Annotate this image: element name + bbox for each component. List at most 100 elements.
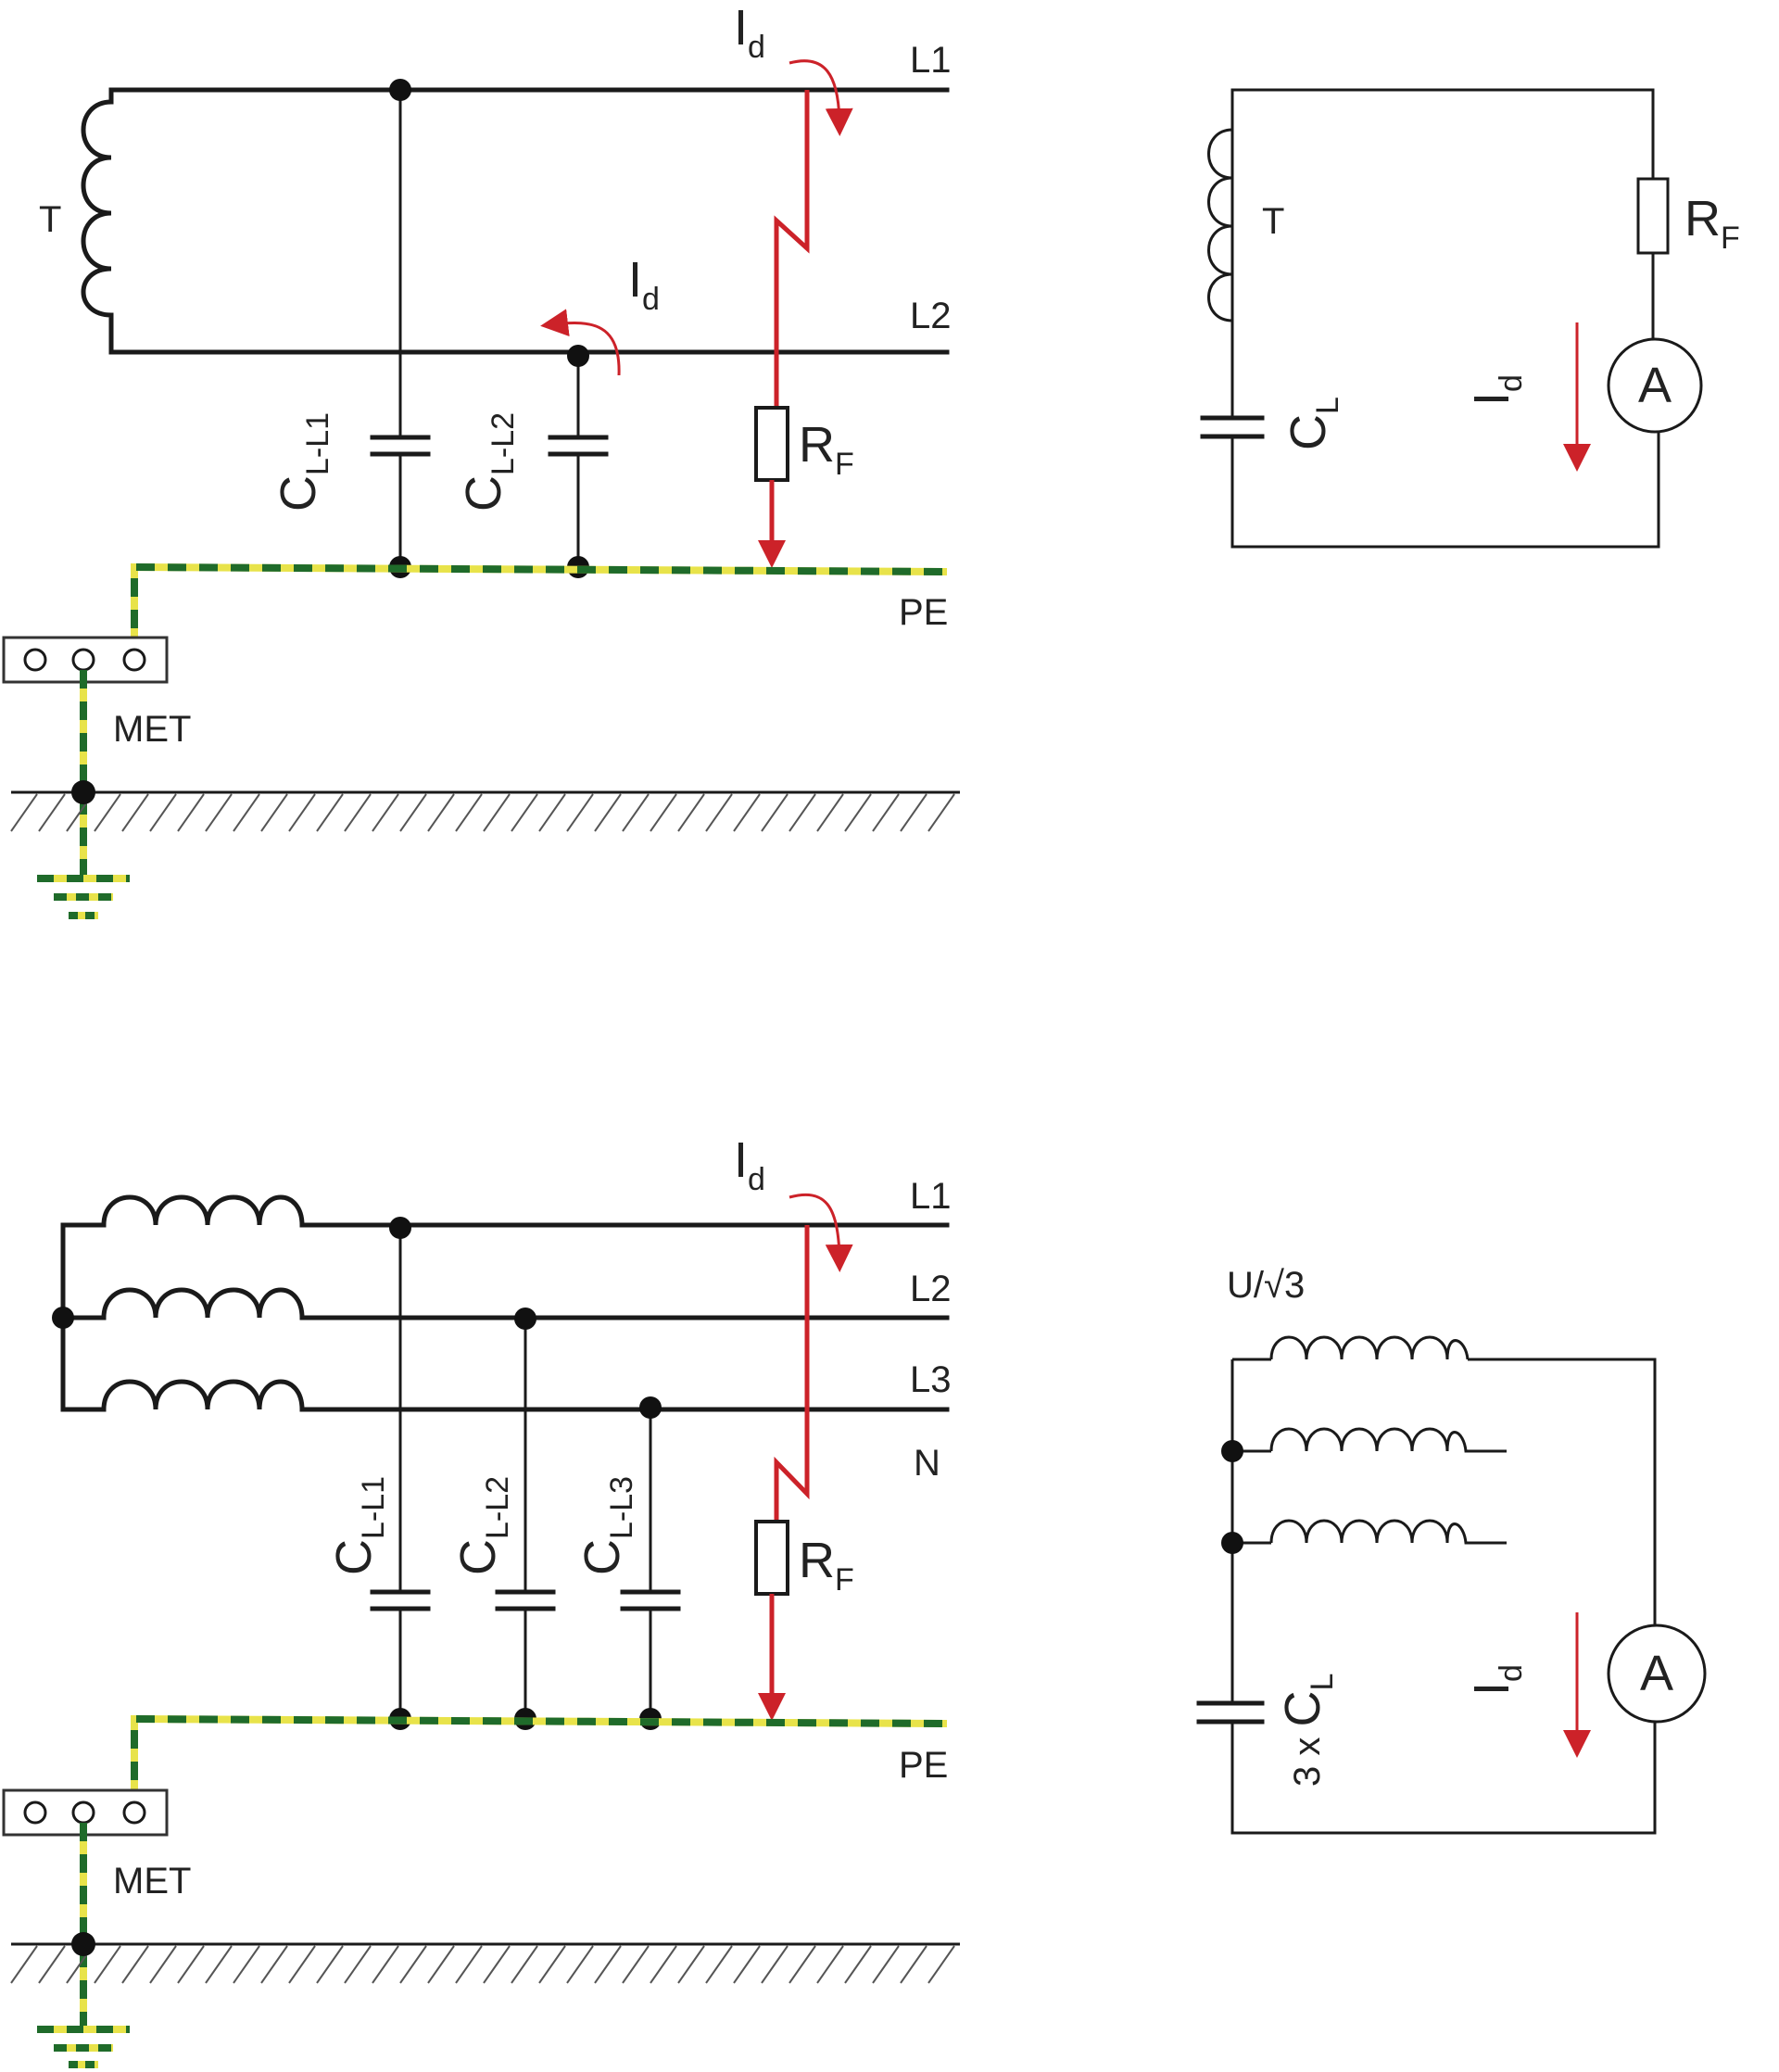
hatch-line xyxy=(316,793,344,832)
hatch-line xyxy=(761,793,789,832)
junction-dot xyxy=(514,1308,536,1330)
single-phase-system: CL-L1 CL-L2 RF Id Id L1 L2 PE T xyxy=(2,0,960,919)
hatch-line xyxy=(399,1945,427,1984)
hatch-line xyxy=(260,1945,288,1984)
hatch-line xyxy=(622,793,650,832)
hatch-line xyxy=(483,1945,511,1984)
hatch-line xyxy=(205,1945,233,1984)
hatch-line xyxy=(705,793,733,832)
three-phase-system: CL-L1 CL-L2 CL-L3 RF Id L1 L2 L3 N PE xyxy=(2,1132,960,2068)
earth-symbol xyxy=(37,2026,130,2068)
winding-l2 xyxy=(101,1287,305,1320)
hatch-line xyxy=(372,793,399,832)
cap-l-l2-label: CL-L2 xyxy=(450,1476,515,1575)
hatch-line xyxy=(455,1945,483,1984)
hatch-line xyxy=(650,793,677,832)
hatch-line xyxy=(177,793,205,832)
hatch-line xyxy=(233,793,260,832)
fault-path xyxy=(774,1225,810,1522)
hatch-line xyxy=(149,793,177,832)
hatch-line xyxy=(761,1945,789,1984)
hatch-line xyxy=(872,1945,900,1984)
junction-dot xyxy=(389,1217,411,1239)
hatch-line xyxy=(594,793,622,832)
junction-dot xyxy=(71,780,95,804)
current-direction-arrow xyxy=(789,1193,853,1272)
hatch-line xyxy=(94,793,121,832)
fault-current-label-l1: Id xyxy=(734,1132,765,1197)
junction-dot xyxy=(567,345,589,367)
cap-equiv-label: CL xyxy=(1281,397,1345,450)
hatch-line xyxy=(205,793,233,832)
single-phase-equivalent: A T RF CL Id xyxy=(1200,88,1740,549)
label-l1: L1 xyxy=(910,1176,952,1217)
junction-dot xyxy=(71,1932,95,1956)
ammeter xyxy=(1607,1623,1707,1724)
label-l3: L3 xyxy=(910,1359,952,1400)
fault-current-label-l2: Id xyxy=(628,252,660,317)
current-direction-arrow xyxy=(540,309,621,376)
hatch-line xyxy=(705,1945,733,1984)
label-transformer-equivalent: T xyxy=(1262,201,1284,242)
winding-equivalent-2 xyxy=(1269,1427,1507,1453)
current-direction-arrow xyxy=(789,59,853,136)
fault-current-label-equivalent: Id xyxy=(1464,1664,1529,1696)
hatch-line xyxy=(121,1945,149,1984)
junction-dot xyxy=(52,1307,74,1329)
label-pe: PE xyxy=(899,1745,948,1786)
hatch-line xyxy=(900,793,927,832)
hatch-line xyxy=(927,1945,955,1984)
hatch-line xyxy=(844,793,872,832)
junction-dot xyxy=(1221,1532,1243,1554)
hatch-line xyxy=(344,793,372,832)
cap-l-l3-label: CL-L3 xyxy=(574,1476,639,1575)
hatch-line xyxy=(94,1945,121,1984)
hatch-line xyxy=(622,1945,650,1984)
label-l1: L1 xyxy=(910,40,952,81)
hatch-line xyxy=(789,793,816,832)
hatch-line xyxy=(316,1945,344,1984)
cap-l-l1-label: CL-L1 xyxy=(271,412,335,512)
hatch-line xyxy=(121,793,149,832)
fault-resistor xyxy=(754,1520,789,1596)
winding-equivalent-3 xyxy=(1269,1519,1507,1545)
hatch-line xyxy=(288,1945,316,1984)
hatch-line xyxy=(233,1945,260,1984)
cap-l-l1-label: CL-L1 xyxy=(326,1476,391,1575)
hatch-line xyxy=(38,1945,66,1984)
hatch-line xyxy=(10,1945,38,1984)
ground-hatch xyxy=(10,1945,955,1984)
hatch-line xyxy=(399,793,427,832)
hatch-line xyxy=(288,793,316,832)
hatch-line xyxy=(789,1945,816,1984)
junction-dot xyxy=(389,79,411,101)
ammeter-label: A xyxy=(1638,358,1672,413)
hatch-line xyxy=(733,1945,761,1984)
fault-resistance-label-equivalent: RF xyxy=(1684,191,1740,256)
hatch-line xyxy=(38,793,66,832)
three-phase-equivalent: U/√3 A 3 x CL Id xyxy=(1196,1265,1707,1835)
hatch-line xyxy=(177,1945,205,1984)
hatch-line xyxy=(427,1945,455,1984)
fault-resistor xyxy=(754,406,789,482)
hatch-line xyxy=(677,793,705,832)
hatch-line xyxy=(816,1945,844,1984)
winding-equivalent-1 xyxy=(1269,1335,1470,1360)
fault-resistance-label: RF xyxy=(799,417,854,482)
cap-triple-label: 3 x CL xyxy=(1275,1674,1340,1787)
junction-dot xyxy=(1221,1440,1243,1462)
label-transformer: T xyxy=(39,199,61,240)
junction-dot xyxy=(639,1396,662,1419)
label-l2: L2 xyxy=(910,1269,952,1309)
pe-conductor xyxy=(131,562,948,660)
label-pe: PE xyxy=(899,592,948,633)
hatch-line xyxy=(566,793,594,832)
winding-l1 xyxy=(101,1194,305,1228)
hatch-line xyxy=(872,793,900,832)
fault-current-label-equivalent: Id xyxy=(1464,374,1529,406)
hatch-line xyxy=(511,1945,538,1984)
fault-current-label-l1: Id xyxy=(734,0,765,65)
hatch-line xyxy=(260,793,288,832)
hatch-line xyxy=(816,793,844,832)
